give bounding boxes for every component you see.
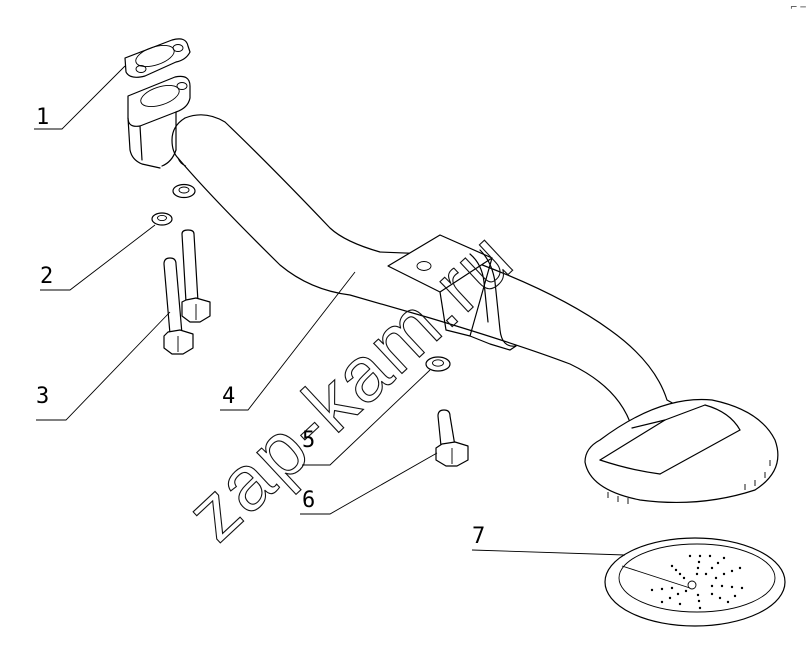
callout-labels: 1 2 3 4 5 6 7 [36, 105, 485, 549]
callout-number-2: 2 [40, 264, 53, 289]
washer-part-upper [172, 183, 196, 199]
corner-mark: ⌐ ─ [790, 3, 806, 13]
bolt-part-short [163, 257, 194, 355]
gasket-part [124, 38, 191, 78]
oil-pickup-tube-part [127, 75, 779, 504]
strainer-perforations [650, 554, 744, 610]
callout-number-5: 5 [302, 428, 315, 453]
callout-number-7: 7 [472, 524, 485, 549]
washer-part-5 [425, 356, 451, 372]
strainer-screen-part [604, 537, 786, 627]
bolt-part-long [181, 229, 211, 323]
callout-number-6: 6 [302, 488, 315, 513]
callout-leaders [34, 65, 626, 556]
callout-number-3: 3 [36, 384, 49, 409]
bolt-part-6 [435, 409, 469, 467]
callout-number-1: 1 [36, 105, 49, 130]
washer-part-lower [151, 212, 173, 226]
callout-number-4: 4 [222, 384, 235, 409]
